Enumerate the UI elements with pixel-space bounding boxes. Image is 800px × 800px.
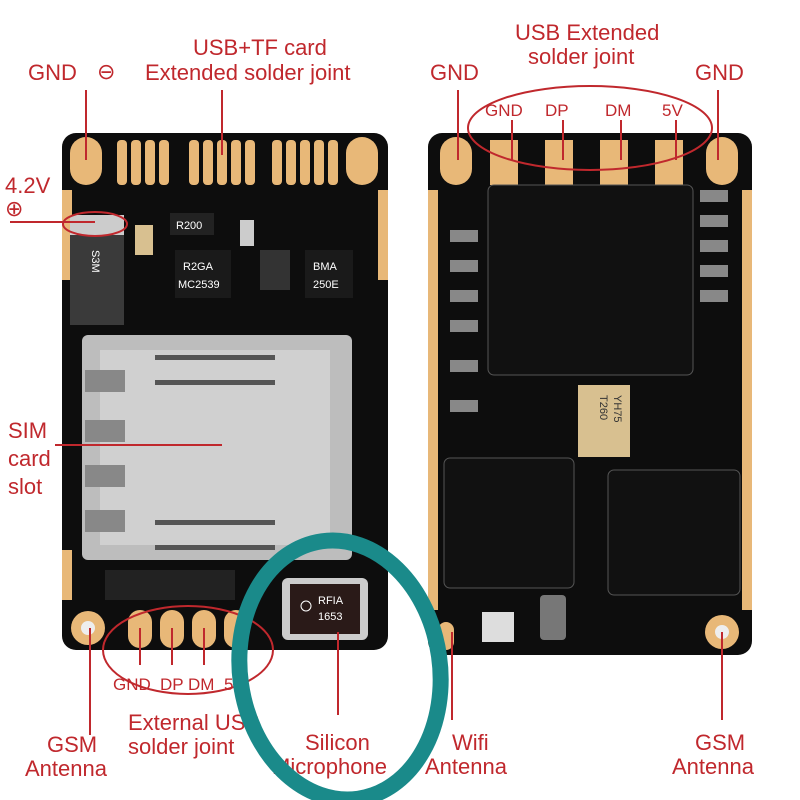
svg-text:BMA: BMA xyxy=(313,261,338,273)
gnd-pad xyxy=(70,137,102,185)
gsm-chip xyxy=(607,469,741,596)
svg-text:R200: R200 xyxy=(176,220,202,232)
svg-text:DM: DM xyxy=(605,101,631,120)
gnd-pad xyxy=(346,137,378,185)
usb-extended-pads xyxy=(490,140,683,185)
svg-text:solder joint: solder joint xyxy=(528,44,634,69)
svg-text:YH75: YH75 xyxy=(611,395,623,423)
svg-text:250E: 250E xyxy=(313,279,339,291)
svg-text:slot: slot xyxy=(8,474,42,499)
svg-text:card: card xyxy=(8,446,51,471)
board-front: S3M R200 R2GA MC2539 BMA 250E RFIA 1653 xyxy=(62,133,388,650)
ic-bma250e xyxy=(305,250,353,298)
svg-text:Wifi: Wifi xyxy=(452,730,489,755)
svg-text:GND: GND xyxy=(430,60,479,85)
board-back: T260 YH75 xyxy=(428,133,752,655)
svg-text:External USB: External USB xyxy=(128,710,260,735)
svg-text:4.2V: 4.2V xyxy=(5,173,51,198)
svg-text:DM: DM xyxy=(188,675,214,694)
svg-text:MC2539: MC2539 xyxy=(178,279,220,291)
svg-text:⊖: ⊖ xyxy=(97,59,115,84)
ic-mc2539 xyxy=(175,250,231,298)
svg-text:T260: T260 xyxy=(597,395,609,420)
annotation-lines xyxy=(10,85,723,735)
svg-text:⊕: ⊕ xyxy=(5,196,23,221)
svg-text:Antenna: Antenna xyxy=(425,754,508,779)
svg-text:GND: GND xyxy=(695,60,744,85)
svg-text:Antenna: Antenna xyxy=(672,754,755,779)
main-chip xyxy=(487,184,694,376)
svg-text:USB Extended: USB Extended xyxy=(515,20,659,45)
svg-text:5V: 5V xyxy=(662,101,683,120)
svg-text:S3M: S3M xyxy=(89,250,101,273)
svg-text:RFIA: RFIA xyxy=(318,595,344,607)
svg-text:DP: DP xyxy=(160,675,184,694)
svg-text:R2GA: R2GA xyxy=(183,261,214,273)
svg-text:GSM: GSM xyxy=(47,732,97,757)
svg-text:Extended solder joint: Extended solder joint xyxy=(145,60,350,85)
highlight-circle xyxy=(231,532,449,800)
labels: GND ⊖ USB+TF card Extended solder joint … xyxy=(5,20,755,781)
svg-text:GND: GND xyxy=(485,101,523,120)
svg-text:solder joint: solder joint xyxy=(128,734,234,759)
svg-text:GND: GND xyxy=(113,675,151,694)
svg-text:1653: 1653 xyxy=(318,611,342,623)
svg-text:GND: GND xyxy=(28,60,77,85)
svg-text:USB+TF card: USB+TF card xyxy=(193,35,327,60)
usb-tf-pads xyxy=(117,140,338,185)
crystal xyxy=(578,385,630,457)
wifi-chip xyxy=(443,457,575,589)
svg-text:SIM: SIM xyxy=(8,418,47,443)
svg-text:Silicon: Silicon xyxy=(305,730,370,755)
svg-text:Antenna: Antenna xyxy=(25,756,108,781)
svg-text:DP: DP xyxy=(545,101,569,120)
svg-text:GSM: GSM xyxy=(695,730,745,755)
